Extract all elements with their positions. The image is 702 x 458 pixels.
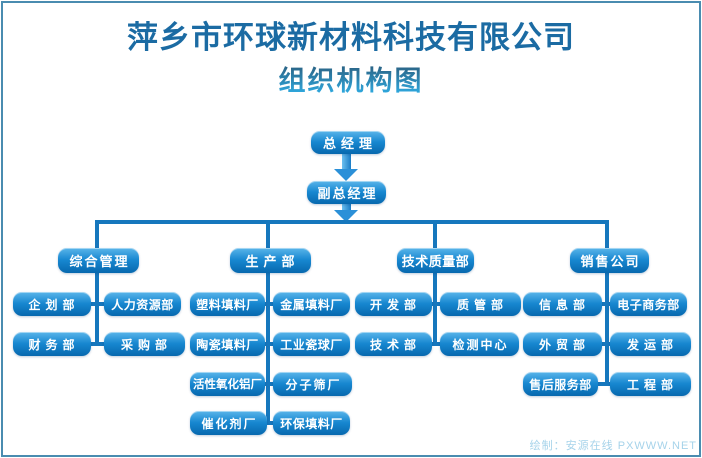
connector-stub (262, 302, 276, 306)
org-branch-head: 销售公司 (570, 248, 649, 273)
connector-stub (596, 382, 612, 386)
org-node: 环保填料厂 (273, 411, 350, 435)
org-node: 质管部 (440, 292, 521, 316)
org-node-general-manager: 总经理 (311, 131, 385, 154)
connector-stub (262, 342, 276, 346)
org-node: 工程部 (610, 372, 691, 396)
org-node: 工业瓷球厂 (273, 332, 350, 356)
org-node: 塑料填料厂 (190, 292, 265, 316)
org-node: 外贸部 (523, 332, 602, 356)
connector-stub (596, 302, 612, 306)
org-node: 采购部 (104, 332, 185, 356)
down-arrow-icon (334, 169, 358, 181)
watermark: 绘制：安源在线 PXWWW.NET (529, 440, 697, 452)
connector-stub (596, 342, 612, 346)
org-node: 发运部 (610, 332, 691, 356)
org-node: 分子筛厂 (273, 372, 352, 396)
down-arrow-connector (342, 204, 351, 212)
org-node: 售后服务部 (523, 372, 598, 396)
down-arrow-connector (342, 154, 351, 171)
org-node-deputy-general-manager: 副总经理 (307, 181, 386, 204)
org-node: 财务部 (13, 332, 91, 356)
company-title: 萍乡市环球新材料科技有限公司 (127, 20, 575, 55)
connector-stub (85, 302, 106, 306)
connector-trunk-quality (433, 220, 437, 346)
connector-trunk-admin (95, 220, 99, 346)
org-node: 企划部 (13, 292, 91, 316)
org-node: 信息部 (523, 292, 602, 316)
connector-trunk-production (266, 220, 270, 425)
org-node: 开发部 (355, 292, 432, 316)
org-node: 陶瓷填料厂 (190, 332, 265, 356)
connector-stub (262, 382, 276, 386)
org-node: 活性氧化铝厂 (190, 372, 265, 396)
org-branch-head: 生产部 (230, 248, 311, 273)
org-node: 催化剂厂 (190, 411, 267, 435)
org-branch-head: 技术质量部 (397, 248, 474, 273)
connector-stub (426, 302, 442, 306)
org-node: 技术部 (355, 332, 432, 356)
org-branch-head: 综合管理 (58, 248, 139, 273)
chart-title: 组织机构图 (0, 59, 702, 98)
org-node: 金属填料厂 (273, 292, 350, 316)
org-node: 人力资源部 (104, 292, 181, 316)
org-node: 检测中心 (440, 332, 519, 356)
connector-stub (85, 342, 106, 346)
connector-horizontal-main (95, 220, 609, 224)
org-node: 电子商务部 (610, 292, 687, 316)
connector-stub (262, 421, 276, 425)
connector-stub (426, 342, 442, 346)
down-arrow-icon (334, 210, 358, 222)
